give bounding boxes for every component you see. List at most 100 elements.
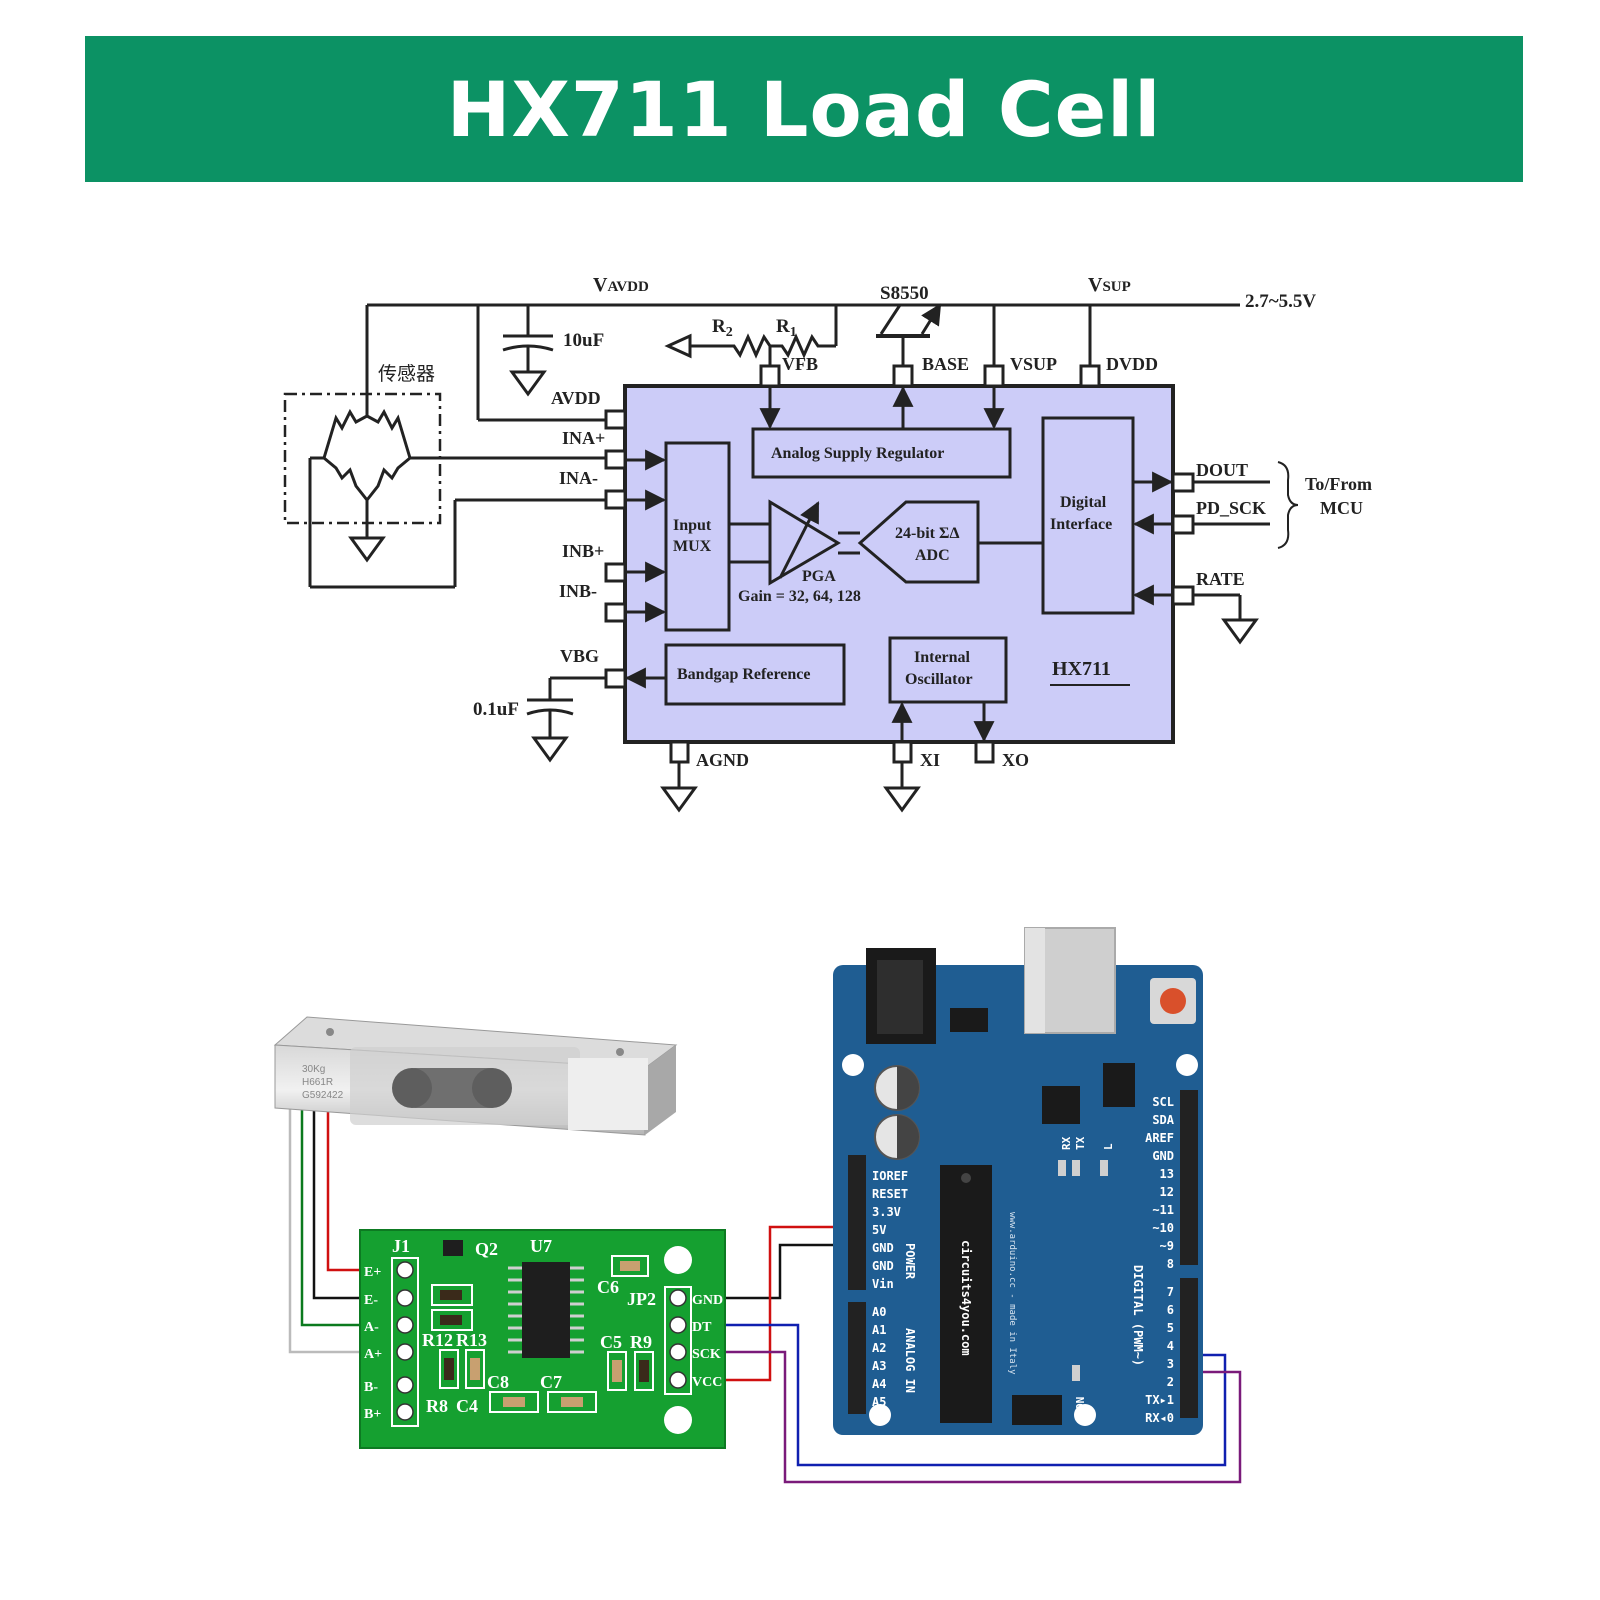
pin-5: 5 <box>1167 1321 1174 1335</box>
digital-label: DIGITAL (PWM~) <box>1131 1265 1145 1366</box>
pin-dvdd: DVDD <box>1106 354 1158 374</box>
adc-label-1: 24-bit ΣΔ <box>895 525 960 542</box>
arduino-uno: circuits4you.com IOREF RESET 3.3V 5V GND… <box>833 927 1203 1435</box>
pin-gnd-1: GND <box>872 1241 894 1255</box>
svg-text:VSUP: VSUP <box>1088 274 1131 296</box>
label-r8: R8 <box>426 1396 448 1416</box>
title-banner: HX711 Load Cell <box>85 36 1523 182</box>
pin-xo: XO <box>1002 750 1029 770</box>
label-q2: Q2 <box>475 1239 498 1259</box>
pin-b-minus: B- <box>364 1380 378 1395</box>
cap-01uf-label: 0.1uF <box>473 699 519 720</box>
pin-vfb: VFB <box>782 354 818 374</box>
wire-blue-dt <box>678 1323 1227 1467</box>
pin-gnd: GND <box>692 1293 723 1308</box>
sensor-label: 传感器 <box>378 363 435 385</box>
pin-4: 4 <box>1167 1339 1174 1353</box>
pin-e-minus: E- <box>364 1293 378 1308</box>
wire-purple-sck <box>678 1350 1242 1484</box>
digital-label-1: Digital <box>1060 494 1107 511</box>
page-title: HX711 Load Cell <box>446 64 1162 154</box>
label-c7: C7 <box>540 1372 562 1392</box>
label-c5: C5 <box>600 1332 622 1352</box>
arduino-brand: circuits4you.com <box>959 1240 973 1356</box>
adc-label-2: ADC <box>915 547 950 564</box>
schematic-labels: VAVDD VSUP 2.7~5.5V S8550 10uF 0.1uF R2 … <box>378 274 1372 770</box>
pin-tx1: TX▸1 <box>1145 1393 1174 1407</box>
pin-10: ~10 <box>1152 1221 1174 1235</box>
pin-a0: A0 <box>872 1305 886 1319</box>
label-u7: U7 <box>530 1236 552 1256</box>
tx-label: TX <box>1074 1136 1087 1150</box>
pin-vsup: VSUP <box>1010 354 1057 374</box>
pin-agnd: AGND <box>696 750 749 770</box>
pin-inb-minus: INB- <box>559 581 597 601</box>
pin-a2: A2 <box>872 1341 886 1355</box>
pin-gnd-2: GND <box>872 1259 894 1273</box>
pin-scl: SCL <box>1152 1095 1174 1109</box>
chip-name: HX711 <box>1052 658 1111 680</box>
pin-rx0: RX◂0 <box>1145 1411 1174 1425</box>
label-c4: C4 <box>456 1396 478 1416</box>
arduino-site: www.arduino.cc - made in Italy <box>1007 1212 1017 1375</box>
vavdd-label: V <box>593 274 608 296</box>
oscillator-block <box>888 636 1008 704</box>
pin-3v3: 3.3V <box>872 1205 901 1219</box>
pin-3: 3 <box>1167 1357 1174 1371</box>
input-mux-block <box>664 441 731 632</box>
pin-xi: XI <box>920 750 940 770</box>
label-r12: R12 <box>422 1330 453 1350</box>
vsup-label: V <box>1088 274 1103 296</box>
mcu-label-2: MCU <box>1320 498 1363 518</box>
pin-vin: Vin <box>872 1277 894 1291</box>
pin-ina-minus: INA- <box>559 468 598 488</box>
pin-6: 6 <box>1167 1303 1174 1317</box>
rx-label: RX <box>1060 1136 1073 1150</box>
bandgap-label: Bandgap Reference <box>677 666 810 683</box>
pin-a4: A4 <box>872 1377 886 1391</box>
mux-label-2: MUX <box>673 538 712 555</box>
pin-dout: DOUT <box>1196 460 1248 480</box>
vsup-sub: SUP <box>1102 279 1130 295</box>
pin-gnd-top: GND <box>1152 1149 1174 1163</box>
pin-11: ~11 <box>1152 1203 1174 1217</box>
pin-9: ~9 <box>1160 1239 1174 1253</box>
pin-a3: A3 <box>872 1359 886 1373</box>
digital-label-2: Interface <box>1050 516 1112 533</box>
gain-label: Gain = 32, 64, 128 <box>738 588 861 605</box>
pin-a-minus: A- <box>364 1320 379 1335</box>
r2-label: R <box>712 316 726 337</box>
label-jp2: JP2 <box>627 1289 656 1309</box>
pga-label: PGA <box>802 568 836 585</box>
wire-black-gnd <box>678 1243 862 1300</box>
pin-7: 7 <box>1167 1285 1174 1299</box>
regulator-label: Analog Supply Regulator <box>771 445 944 462</box>
cell-rating: 30Kg <box>302 1064 325 1075</box>
pin-b-plus: B+ <box>364 1407 381 1422</box>
pin-2: 2 <box>1167 1375 1174 1389</box>
pin-pdsck: PD_SCK <box>1196 498 1266 518</box>
pin-a-plus: A+ <box>364 1347 382 1362</box>
bandgap-block <box>664 643 846 706</box>
pin-aref: AREF <box>1145 1131 1174 1145</box>
transistor-label: S8550 <box>880 283 929 304</box>
on-label: ON <box>1074 1397 1087 1410</box>
pin-dt: DT <box>692 1320 712 1335</box>
pin-reset: RESET <box>872 1187 908 1201</box>
power-label: POWER <box>903 1243 917 1280</box>
osc-label-1: Internal <box>914 649 971 666</box>
vavdd-sub: AVDD <box>607 279 649 295</box>
regulator-block <box>751 427 1012 479</box>
load-cell: 30Kg H661R G592422 <box>273 1016 678 1136</box>
pin-13: 13 <box>1160 1167 1174 1181</box>
r1-sub: 1 <box>790 325 797 340</box>
pin-ioref: IOREF <box>872 1169 908 1183</box>
pin-inb-plus: INB+ <box>562 541 604 561</box>
schematic <box>283 303 1299 813</box>
svg-text:R1: R1 <box>776 316 797 340</box>
pin-5v: 5V <box>872 1223 886 1237</box>
pin-sck: SCK <box>692 1347 721 1362</box>
r1-label: R <box>776 316 790 337</box>
label-c8: C8 <box>487 1372 509 1392</box>
